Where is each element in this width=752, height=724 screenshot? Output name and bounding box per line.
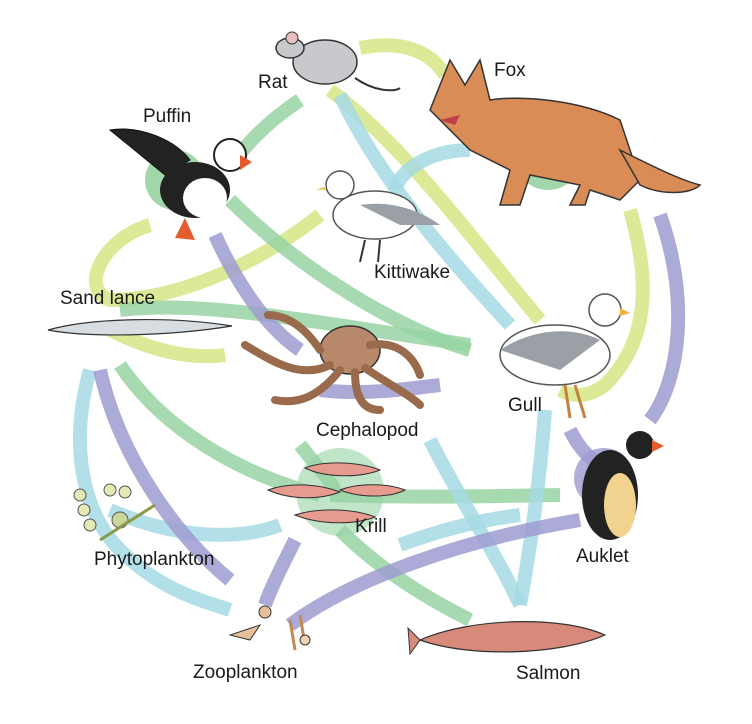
krill-icon	[266, 462, 407, 524]
arrow-yellow-3	[88, 209, 325, 308]
label-auklet: Auklet	[576, 546, 629, 567]
arrow-cyan-6	[513, 409, 552, 607]
label-zooplankton: Zooplankton	[193, 662, 298, 683]
cephalopod-icon	[241, 311, 424, 414]
rat-icon	[275, 31, 401, 92]
arrow-yellow-5	[556, 208, 650, 402]
arrow-yellow-1	[358, 38, 451, 79]
sand-lance-icon	[47, 318, 233, 336]
arrow-purple-6	[258, 536, 302, 608]
label-krill: Krill	[355, 516, 387, 537]
label-kittiwake: Kittiwake	[374, 262, 451, 283]
label-sand-lance: Sand lance	[60, 288, 156, 309]
salmon-icon	[407, 621, 607, 656]
arrow-cyan-3	[73, 368, 233, 617]
fox-icon	[429, 58, 702, 206]
arrow-purple-4	[93, 368, 235, 586]
arrow-purple-2	[319, 378, 441, 400]
gull-icon	[499, 293, 630, 419]
arrow-cyan-4	[107, 503, 283, 542]
label-fox: Fox	[494, 60, 526, 81]
label-phytoplankton: Phytoplankton	[94, 549, 215, 570]
label-puffin: Puffin	[143, 106, 192, 127]
label-salmon: Salmon	[516, 663, 581, 684]
auklet-icon	[582, 431, 664, 540]
arrow-cyan-2	[388, 143, 471, 193]
label-cephalopod: Cephalopod	[316, 420, 419, 441]
arrow-cyan-7	[397, 508, 521, 552]
kittiwake-icon	[316, 170, 440, 263]
arrow-green-7	[335, 525, 474, 627]
zooplankton-icon	[228, 605, 311, 651]
label-rat: Rat	[258, 72, 288, 93]
arrow-purple-3	[644, 212, 686, 425]
arrow-purple-1	[208, 232, 304, 356]
phytoplankton-icon	[73, 483, 156, 542]
arrow-purple-5	[285, 513, 582, 631]
puffin-icon	[108, 128, 252, 240]
arrow-yellow-2	[325, 84, 546, 325]
label-gull: Gull	[508, 395, 542, 416]
arrow-yellow-4	[106, 323, 226, 364]
